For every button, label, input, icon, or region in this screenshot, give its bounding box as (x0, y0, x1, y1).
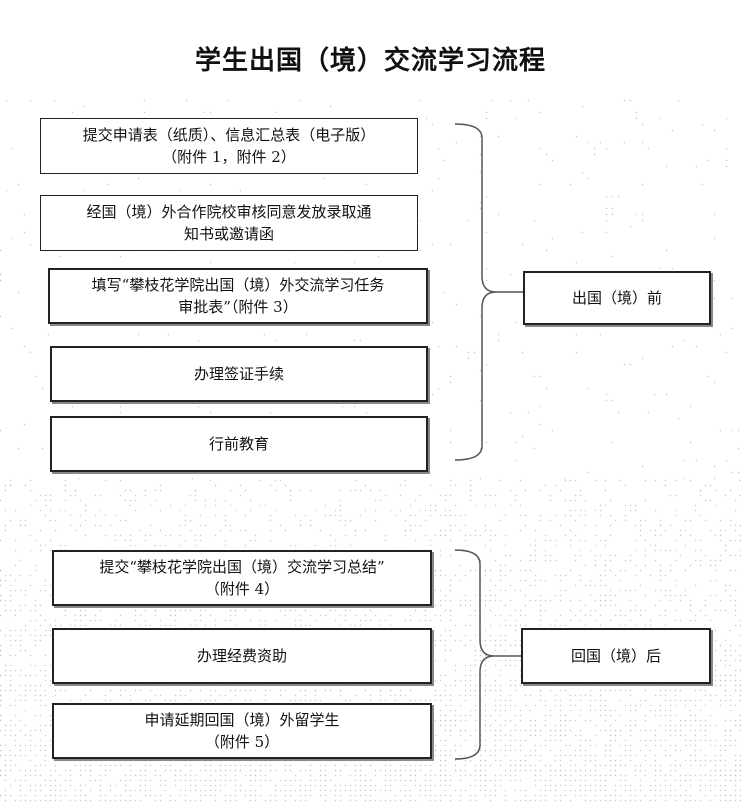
brace-after (454, 549, 495, 760)
step-partner-approval: 经国（境）外合作院校审核同意发放录取通 知书或邀请函 (40, 195, 418, 251)
step-text-line1: 行前教育 (208, 435, 269, 453)
page-title: 学生出国（境）交流学习流程 (194, 46, 546, 76)
step-submit-application: 提交申请表（纸质）、信息汇总表（电子版） （附件 1，附件 2） (40, 118, 418, 174)
step-visa: 办理签证手续 (50, 346, 428, 402)
phase-before-departure: 出国（境）前 (523, 271, 711, 325)
phase-after-return: 回国（境）后 (521, 628, 711, 684)
step-text-line1: 提交申请表（纸质）、信息汇总表（电子版） (82, 126, 376, 144)
step-text-line2: 审批表”（附件 3） (178, 298, 298, 316)
step-text-line1: 提交“攀枝花学院出国（境）交流学习总结” (99, 558, 385, 576)
step-text-line2: （附件 1，附件 2） (162, 148, 296, 166)
step-text-line1: 申请延期回国（境）外留学生 (144, 711, 340, 729)
step-text-line1: 办理签证手续 (193, 365, 284, 383)
step-pre-departure-education: 行前教育 (50, 416, 428, 472)
phase-label: 回国（境）后 (570, 647, 661, 665)
step-text-line2: 知书或邀请函 (183, 225, 274, 243)
step-text-line1: 办理经费资助 (196, 647, 287, 665)
step-text-line2: （附件 5） (204, 733, 280, 751)
step-text-line1: 经国（境）外合作院校审核同意发放录取通 (86, 203, 372, 221)
brace-before (454, 123, 497, 461)
step-funding: 办理经费资助 (52, 628, 432, 684)
step-text-line1: 填写“攀枝花学院出国（境）外交流学习任务 (91, 276, 385, 294)
phase-label: 出国（境）前 (571, 289, 662, 307)
step-extension-request: 申请延期回国（境）外留学生 （附件 5） (52, 703, 432, 759)
step-text-line2: （附件 4） (204, 580, 280, 598)
step-submit-summary: 提交“攀枝花学院出国（境）交流学习总结” （附件 4） (52, 550, 432, 606)
step-fill-approval-form: 填写“攀枝花学院出国（境）外交流学习任务 审批表”（附件 3） (48, 268, 428, 324)
